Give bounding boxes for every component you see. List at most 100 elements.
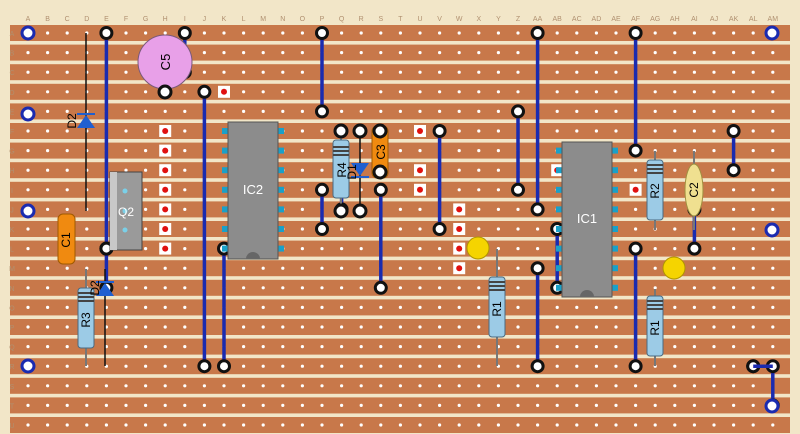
hole [575,305,579,309]
hole [457,51,461,55]
hole [732,325,736,329]
hole [614,129,618,133]
hole [555,403,559,407]
hole [555,90,559,94]
hole [124,305,128,309]
hole [65,70,69,74]
hole [359,227,363,231]
hole [124,364,128,368]
hole [673,188,677,192]
hole [418,305,422,309]
hole [653,266,657,270]
hole [653,384,657,388]
hole [26,325,30,329]
hole [496,31,500,35]
hole [614,325,618,329]
hole [536,403,540,407]
hole [300,305,304,309]
hole [457,149,461,153]
hole [594,403,599,407]
hole [673,90,677,94]
track-cut-mark [456,226,463,232]
hole [477,384,481,388]
row-label: H [9,168,14,175]
hole [575,345,579,349]
hole [732,247,736,251]
hole [46,227,50,231]
hole [732,31,736,35]
hole [477,325,481,329]
hole [65,325,69,329]
hole [65,305,69,309]
hole [771,109,775,113]
hole [692,403,697,407]
hole [163,403,167,407]
hole [555,70,559,74]
hole [46,325,50,329]
hole [536,227,540,231]
hole [732,51,736,55]
hole [516,325,520,329]
ic-pin [556,147,564,154]
hole [398,149,402,153]
hole [340,51,344,55]
hole [496,70,500,74]
hole [614,31,618,35]
hole [242,384,246,388]
hole [183,149,187,153]
hole [183,188,187,192]
hole [614,364,618,368]
ic-pin [610,186,618,193]
hole [104,423,108,427]
hole [418,207,422,211]
hole [242,286,246,290]
hole [732,384,736,388]
hole [751,266,755,270]
hole [281,31,285,35]
hole [418,51,422,55]
hole [418,109,422,113]
hole [26,227,30,231]
hole [359,305,363,309]
capacitor-c5: C5 [137,34,193,100]
hole [26,168,30,172]
hole [751,286,755,290]
hole [163,109,167,113]
hole [614,423,618,427]
hole [124,266,128,270]
c5-label: C5 [158,54,173,71]
hole [281,423,285,427]
hole [85,423,89,427]
hole [202,423,206,427]
hole [438,305,442,309]
column-label: F [124,16,128,23]
hole [516,247,520,251]
ic-pin [610,265,618,272]
hole [46,384,50,388]
hole [202,70,206,74]
hole [418,384,422,388]
ic-pin [222,245,230,252]
hole [418,70,422,74]
hole [46,31,50,35]
column-label: L [242,16,246,23]
hole [46,247,50,251]
hole [477,423,481,427]
hole [751,129,755,133]
diode-d2-lower: D2 [88,269,114,366]
hole [477,149,481,153]
hole [418,247,422,251]
hole [653,90,657,94]
wire-pad [726,163,741,178]
row-label: P [10,325,15,332]
hole [438,423,442,427]
hole [438,266,442,270]
hole [340,403,344,407]
hole [281,403,285,407]
hole [771,247,775,251]
ic-ic2: IC2 [222,121,284,260]
hole [26,403,30,407]
hole [26,286,30,290]
